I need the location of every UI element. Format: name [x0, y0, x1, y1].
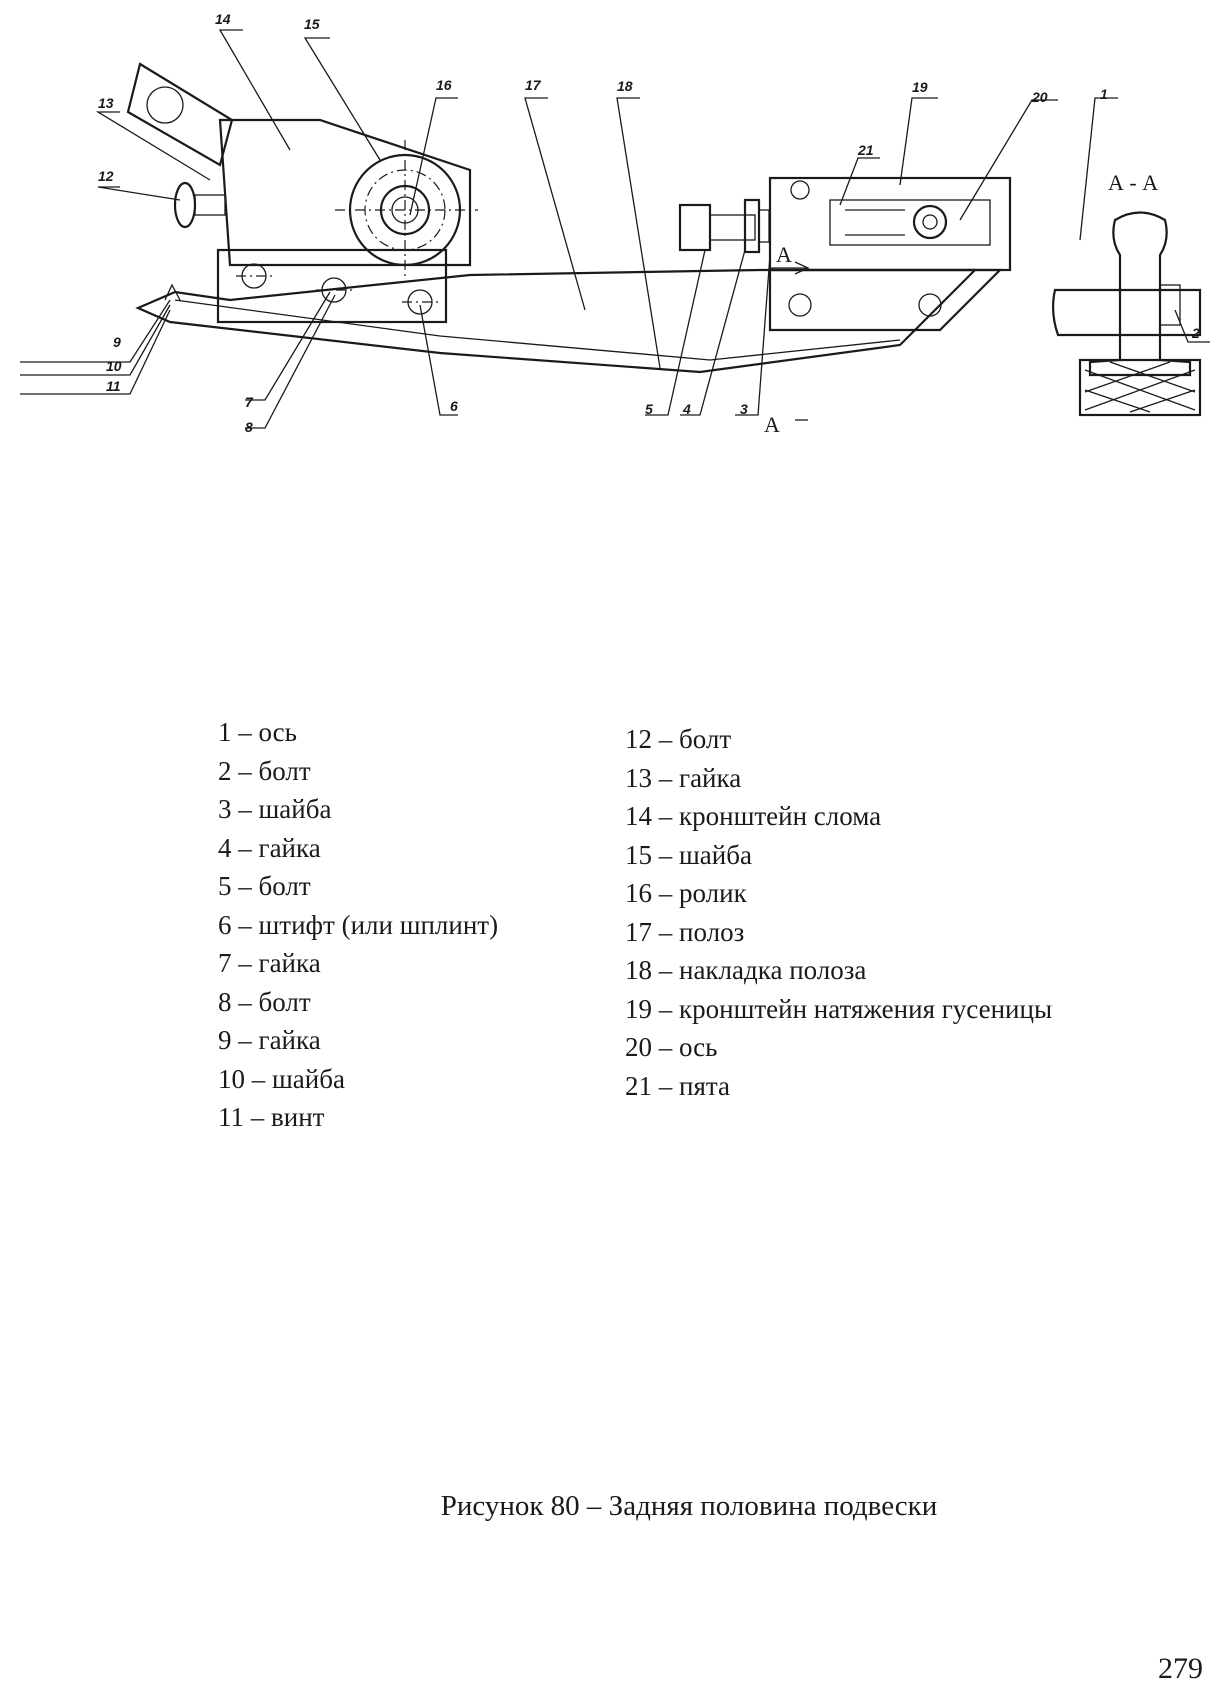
legend-item: 14 – кронштейн слома: [625, 801, 882, 831]
callout-11: 11: [106, 378, 121, 394]
callout-12: 12: [98, 168, 114, 184]
figure-caption: Рисунок 80 – Задняя половина подвески: [440, 1490, 938, 1522]
callout-4: 4: [682, 401, 691, 417]
callout-18: 18: [617, 78, 633, 94]
section-mark-top: А: [776, 242, 792, 267]
legend-item: 4 – гайка: [218, 832, 321, 863]
legend-item: 6 – штифт (или шплинт): [218, 909, 499, 940]
section-view-a-a: [1051, 211, 1202, 417]
callout-7: 7: [245, 394, 254, 410]
legend-item: 17 – полоз: [625, 916, 745, 947]
callout-16: 16: [436, 77, 452, 93]
legend-item: 1 – ось: [218, 717, 297, 747]
leader-lines: [20, 29, 1210, 429]
callout-8: 8: [245, 419, 253, 435]
callout-5: 5: [645, 401, 653, 417]
legend-item: 7 – гайка: [218, 948, 321, 978]
legend-item: 9 – гайка: [218, 1025, 321, 1055]
callout-9: 9: [113, 334, 121, 350]
legend-item: 15 – шайба: [625, 839, 752, 870]
legend-item: 11 – винт: [218, 1102, 325, 1132]
hex-bolts-left: [236, 263, 438, 315]
section-title: А - А: [1108, 170, 1158, 195]
callout-labels: 14 15 16 17 18 19 20 1 21 13 12 2 9 10 1…: [98, 11, 1200, 437]
callout-20: 20: [1031, 89, 1048, 105]
callout-2: 2: [1191, 325, 1200, 341]
callout-1: 1: [1100, 86, 1108, 102]
legend-item: 5 – болт: [218, 871, 311, 901]
legend-item: 8 – болт: [218, 986, 311, 1017]
callout-13: 13: [98, 95, 114, 111]
legend-item: 13 – гайка: [625, 762, 742, 793]
legend-left-column: 1 – ось 2 – болт 3 – шайба 4 – гайка 5 –…: [218, 713, 498, 1137]
legend-item: 2 – болт: [218, 755, 311, 786]
legend-item: 3 – шайба: [218, 794, 332, 824]
legend-item: 21 – пята: [625, 1070, 730, 1101]
callout-19: 19: [912, 79, 928, 95]
callout-6: 6: [450, 398, 458, 414]
runner-assembly: [126, 62, 1012, 421]
page-number: 279: [1158, 1652, 1203, 1685]
legend-item: 12 – болт: [625, 724, 732, 754]
legend-right-column: 12 – болт 13 – гайка 14 – кронштейн слом…: [625, 720, 1052, 1105]
callout-21: 21: [857, 142, 874, 158]
callout-15: 15: [304, 16, 320, 32]
callout-14: 14: [215, 11, 231, 27]
callout-10: 10: [106, 358, 122, 374]
callout-3: 3: [740, 401, 748, 417]
legend-item: 20 – ось: [625, 1032, 718, 1062]
suspension-drawing: 14 15 16 17 18 19 20 1 21 13 12 2 9 10 1…: [20, 11, 1210, 437]
legend-item: 10 – шайба: [218, 1063, 345, 1094]
callout-17: 17: [525, 77, 542, 93]
legend-item: 19 – кронштейн натяжения гусеницы: [625, 993, 1053, 1024]
legend-item: 16 – ролик: [625, 878, 747, 908]
section-mark-bottom: А: [764, 412, 780, 437]
legend-item: 18 – накладка полоза: [625, 955, 867, 985]
